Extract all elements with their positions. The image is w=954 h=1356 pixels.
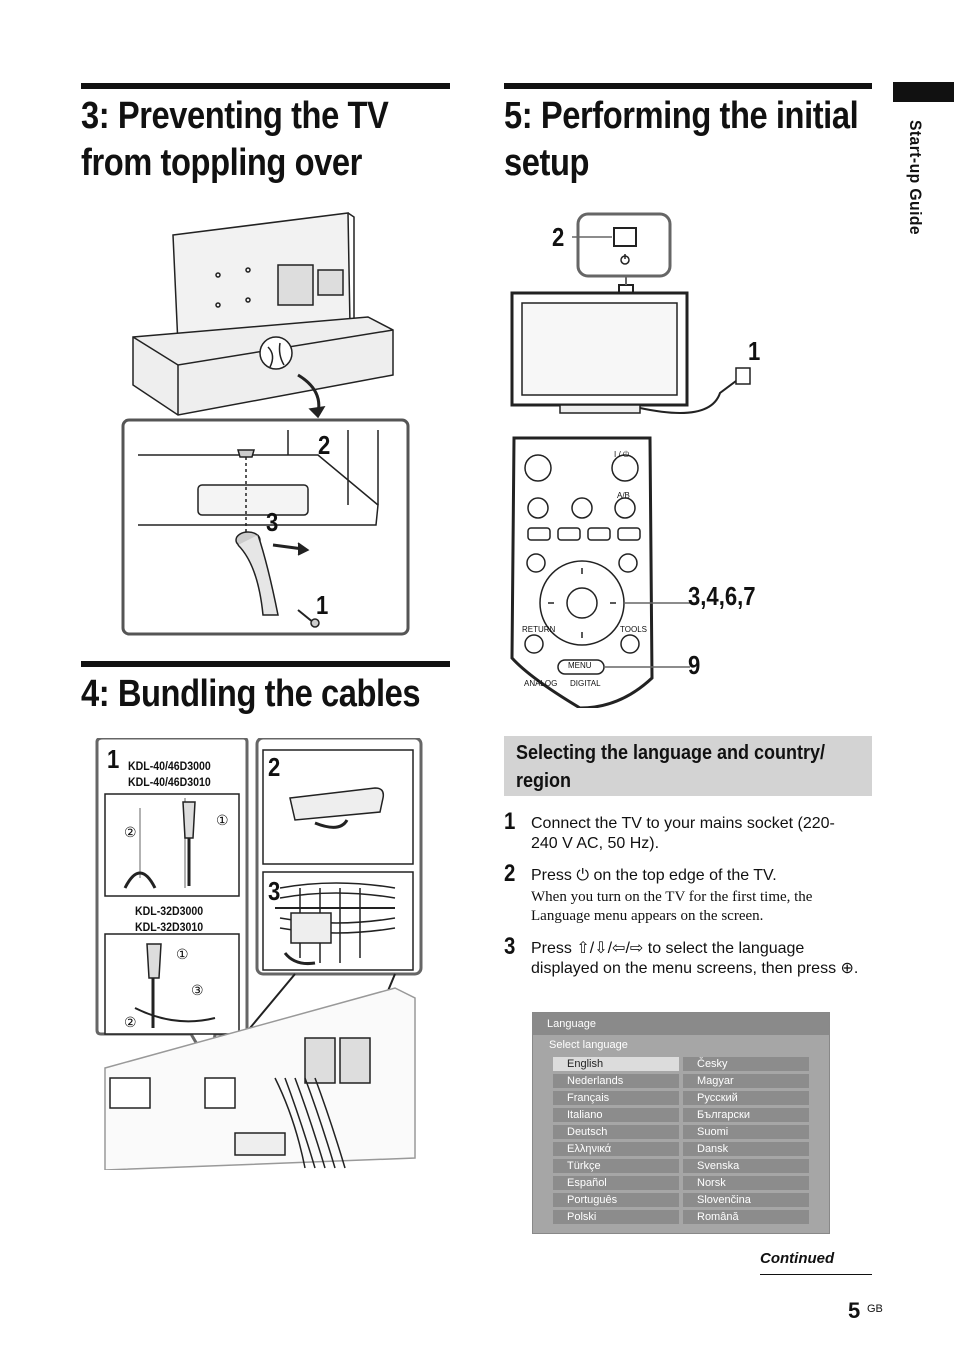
sidebar-tab (893, 82, 954, 102)
language-option[interactable]: Deutsch (553, 1125, 679, 1139)
fig4-circled-1a: ① (216, 812, 229, 828)
language-option[interactable]: Suomi (683, 1125, 809, 1139)
language-option[interactable]: Türkçe (553, 1159, 679, 1173)
fig4-panel3-number: 3 (268, 876, 281, 906)
page-number: 5 (848, 1298, 861, 1323)
language-option[interactable]: Svenska (683, 1159, 809, 1173)
section-4-rule (81, 661, 450, 667)
language-option[interactable]: Български (683, 1108, 809, 1122)
subsection-box (504, 736, 872, 796)
fig4-model-b2: KDL-32D3010 (135, 920, 204, 934)
language-option[interactable]: Français (553, 1091, 679, 1105)
step-2-note: When you turn on the TV for the first ti… (531, 889, 813, 924)
step-3-number: 3 (504, 933, 516, 960)
fig5-callout-nav: 3,4,6,7 (688, 581, 756, 611)
fig4-circled-2a: ② (124, 824, 137, 840)
figure-toppling (121, 212, 410, 636)
step-3-text: Press ⇧/⇩/⇦/⇨ to select the language dis… (531, 940, 859, 977)
language-option[interactable]: Polski (553, 1210, 679, 1224)
step-2-number: 2 (504, 860, 516, 887)
language-option[interactable]: Ελληνικά (553, 1142, 679, 1156)
remote-analog-label: ANALOG (524, 679, 558, 688)
figure-cables (95, 738, 423, 1170)
language-menu-title: Language (533, 1013, 829, 1035)
fig3-callout-2: 2 (318, 430, 331, 460)
fig4-model-b1: KDL-32D3000 (135, 904, 204, 918)
language-option[interactable]: Русский (683, 1091, 809, 1105)
continued-label: Continued (760, 1250, 835, 1267)
subsection-title: Selecting the language and country/ regi… (516, 742, 826, 792)
sidebar-label: Start-up Guide (906, 120, 925, 236)
language-menu: Language Select language English Nederla… (532, 1012, 830, 1234)
language-menu-subtitle: Select language (549, 1039, 628, 1051)
fig5-callout-plug: 1 (748, 336, 761, 366)
section-3-title-line1: 3: Preventing the TV (81, 95, 389, 137)
fig4-circled-1b: ① (176, 946, 189, 962)
remote-return-label: RETURN (522, 625, 556, 634)
language-option[interactable]: Norsk (683, 1176, 809, 1190)
language-option[interactable]: English (553, 1057, 679, 1071)
fig5-callout-power: 2 (552, 222, 565, 252)
section-5-title-line1: 5: Performing the initial (504, 95, 859, 137)
fig4-panel2-number: 2 (268, 752, 281, 782)
remote-digital-label: DIGITAL (570, 679, 601, 688)
remote-tools-label: TOOLS (620, 625, 647, 634)
fig3-callout-1: 1 (316, 590, 329, 620)
fig3-callout-3: 3 (266, 507, 279, 537)
step-1-number: 1 (504, 808, 516, 835)
remote-menu-label: MENU (568, 661, 592, 670)
section-4-title: 4: Bundling the cables (81, 673, 421, 715)
fig4-model-a1: KDL-40/46D3000 (128, 759, 211, 773)
fig4-panel1-number: 1 (107, 744, 120, 774)
step-1-text: Connect the TV to your mains socket (220… (531, 815, 835, 852)
fig4-model-a2: KDL-40/46D3010 (128, 775, 211, 789)
continued-rule (760, 1274, 872, 1275)
language-option[interactable]: Magyar (683, 1074, 809, 1088)
fig4-circled-3b: ③ (191, 982, 204, 998)
section-5-rule (504, 83, 872, 89)
section-3-rule (81, 83, 450, 89)
remote-ab-label: A/B (617, 491, 630, 500)
fig4-circled-2b: ② (124, 1014, 137, 1030)
language-option[interactable]: Română (683, 1210, 809, 1224)
language-option[interactable]: Dansk (683, 1142, 809, 1156)
language-option[interactable]: Español (553, 1176, 679, 1190)
step-2-text: Press ⏻ on the top edge of the TV. (531, 867, 777, 884)
language-option[interactable]: Slovenčina (683, 1193, 809, 1207)
language-option[interactable]: Česky (683, 1057, 809, 1071)
fig5-callout-menu: 9 (688, 650, 701, 680)
language-option[interactable]: Nederlands (553, 1074, 679, 1088)
section-5-title-line2: setup (504, 142, 590, 184)
section-3-title-line2: from toppling over (81, 142, 362, 184)
page-suffix: GB (867, 1303, 883, 1315)
language-option[interactable]: Português (553, 1193, 679, 1207)
language-option[interactable]: Italiano (553, 1108, 679, 1122)
remote-power-label: I / ⏻ (614, 450, 630, 459)
figure-initial-setup (510, 212, 751, 708)
